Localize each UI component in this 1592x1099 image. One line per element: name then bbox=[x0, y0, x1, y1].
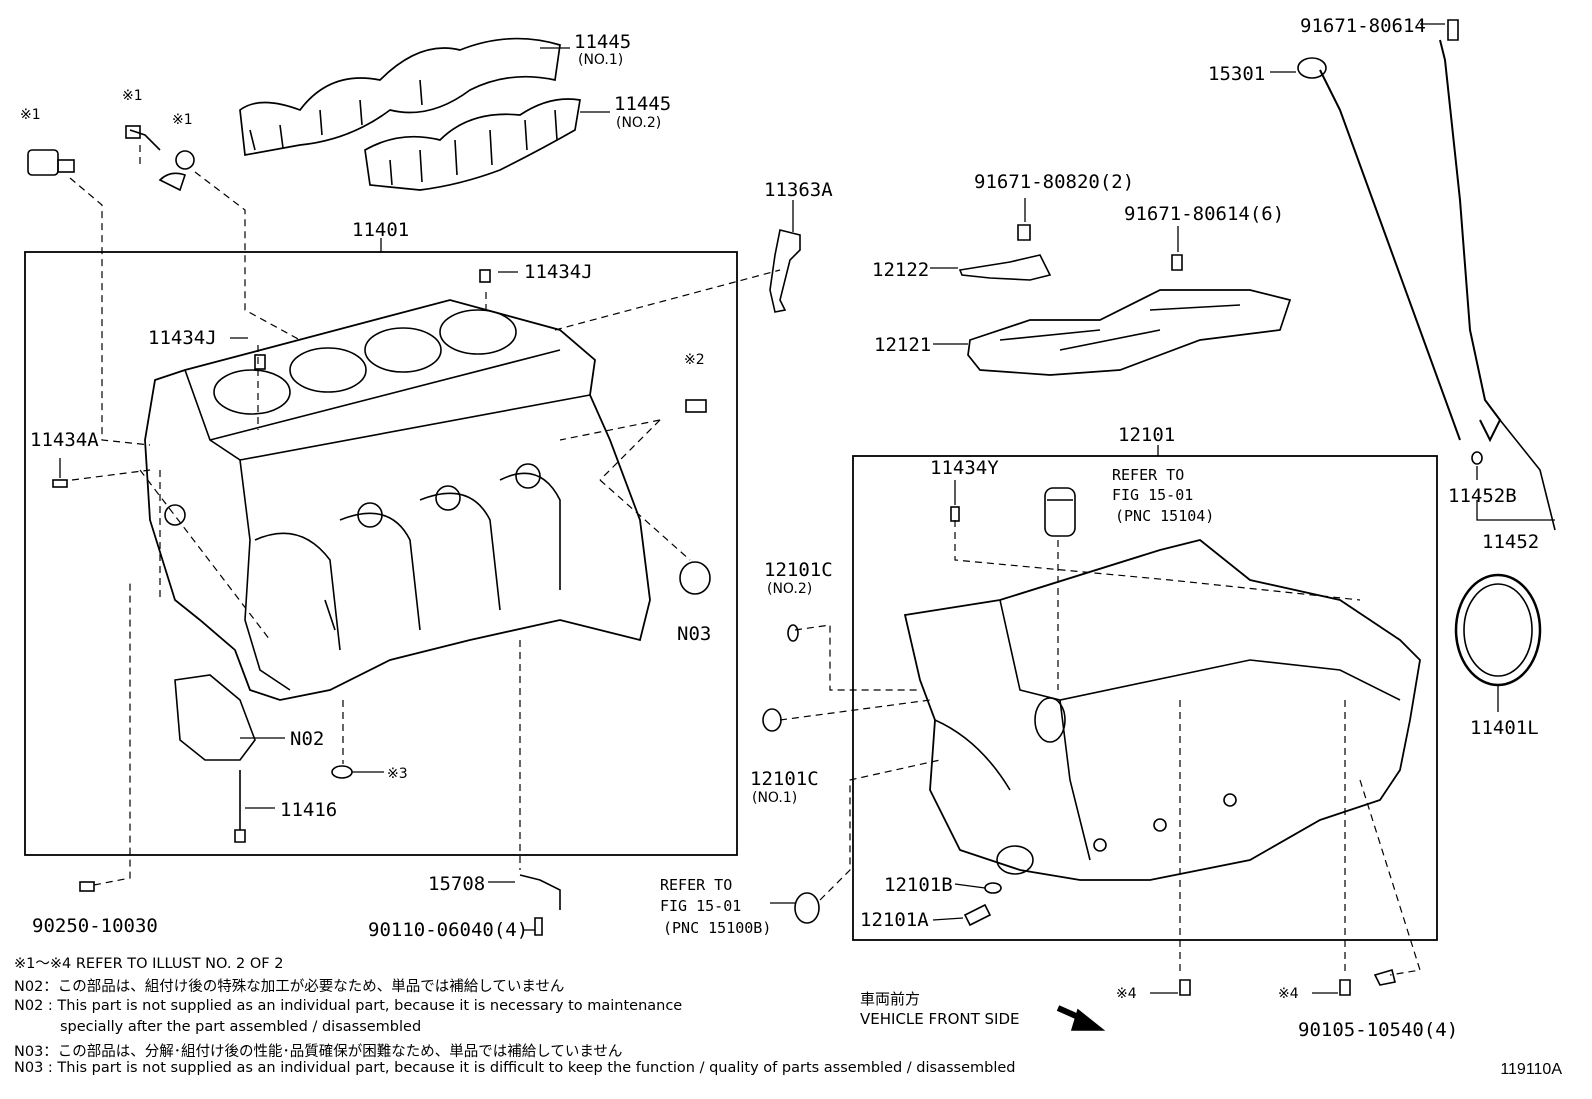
plug-n03 bbox=[679, 561, 711, 595]
label-15708[interactable]: 15708 bbox=[428, 873, 485, 895]
heat-insulator-no2 bbox=[364, 98, 581, 191]
note-n02-en: N02 : This part is not supplied as an in… bbox=[14, 998, 683, 1014]
bolt-91671-80820 bbox=[1017, 224, 1031, 241]
figure-id: 119110A bbox=[1500, 1061, 1562, 1078]
label-11434j-a[interactable]: 11434J bbox=[524, 261, 593, 283]
stiffener-12122 bbox=[958, 254, 1052, 281]
label-12101[interactable]: 12101 bbox=[1118, 424, 1175, 446]
gasket-15100b bbox=[794, 892, 820, 924]
bolt-ref4-a bbox=[1179, 979, 1191, 996]
label-11416[interactable]: 11416 bbox=[280, 799, 337, 821]
nut-ref3 bbox=[331, 765, 353, 779]
note-n02-jp: N02：この部品は、組付け後の特殊な加工が必要なため、単品では補給していません bbox=[14, 979, 565, 995]
label-refer-b2: FIG 15-01 bbox=[660, 897, 741, 915]
dipstick-guide-11452 bbox=[1439, 39, 1502, 443]
label-11434y[interactable]: 11434Y bbox=[930, 457, 999, 479]
label-refer-a3: (PNC 15104) bbox=[1115, 507, 1214, 525]
oil-dipstick-15301 bbox=[1319, 69, 1461, 441]
label-11445-no1-sub: (NO.1) bbox=[578, 52, 623, 68]
oil-pan-drawing bbox=[903, 539, 1421, 881]
bolt-90105 bbox=[1373, 968, 1396, 986]
label-91671-80614[interactable]: 91671-80614 bbox=[1300, 15, 1426, 37]
cylinder-block-frame bbox=[24, 251, 738, 856]
label-12101c-no2[interactable]: 12101C bbox=[764, 559, 833, 581]
label-15301[interactable]: 15301 bbox=[1208, 63, 1265, 85]
label-ref3: ※3 bbox=[387, 766, 408, 782]
label-12101b[interactable]: 12101B bbox=[884, 874, 953, 896]
bearing-cap-n02 bbox=[174, 674, 256, 761]
gasket-12101c-no1 bbox=[762, 708, 782, 732]
oil-strainer-15104 bbox=[1044, 487, 1076, 537]
knock-sensor-left bbox=[27, 149, 75, 176]
label-11363a[interactable]: 11363A bbox=[764, 179, 833, 201]
pin-90250 bbox=[79, 881, 95, 892]
note-n03-en: N03 : This part is not supplied as an in… bbox=[14, 1060, 1016, 1076]
label-11401[interactable]: 11401 bbox=[352, 219, 409, 241]
label-11445-no2[interactable]: 11445 bbox=[614, 93, 671, 115]
label-12101a[interactable]: 12101A bbox=[860, 909, 929, 931]
label-ref1-c: ※1 bbox=[172, 112, 193, 128]
label-91671-80614-6[interactable]: 91671-80614(6) bbox=[1124, 203, 1284, 225]
label-12101c-no2-sub: (NO.2) bbox=[767, 581, 812, 597]
label-90110-06040[interactable]: 90110-06040(4) bbox=[368, 919, 528, 941]
label-ref1-b: ※1 bbox=[122, 88, 143, 104]
oil-pan-frame bbox=[852, 455, 1438, 941]
label-refer-b1: REFER TO bbox=[660, 876, 732, 894]
bolt-91671-80614 bbox=[1447, 19, 1459, 41]
label-refer-a2: FIG 15-01 bbox=[1112, 486, 1193, 504]
baffle-plate-12121 bbox=[967, 289, 1292, 376]
drain-plug-12101a bbox=[963, 903, 992, 927]
pin-11434y bbox=[950, 506, 960, 522]
sensor-bolt bbox=[125, 125, 161, 151]
label-refer-a1: REFER TO bbox=[1112, 466, 1184, 484]
sensor-clip bbox=[158, 150, 195, 192]
label-ref4-a: ※4 bbox=[1116, 986, 1137, 1002]
label-11452[interactable]: 11452 bbox=[1482, 531, 1539, 553]
label-ref2: ※2 bbox=[684, 352, 705, 368]
label-12101c-no1[interactable]: 12101C bbox=[750, 768, 819, 790]
heat-insulator-no1 bbox=[239, 37, 561, 156]
label-91671-80820[interactable]: 91671-80820(2) bbox=[974, 171, 1134, 193]
vehicle-front-jp: 車両前方 bbox=[860, 990, 921, 1008]
cylinder-block-drawing bbox=[144, 269, 651, 701]
note-n02-en-cont: specially after the part assembled / dis… bbox=[60, 1019, 422, 1035]
bolt-ref4-b bbox=[1339, 979, 1351, 996]
vehicle-front-arrow bbox=[1056, 1005, 1106, 1031]
bolt-91671-80614-6 bbox=[1171, 254, 1183, 271]
note-n03-jp: N03：この部品は、分解･組付け後の性能･品質確保が困難なため、単品では補給して… bbox=[14, 1044, 623, 1060]
note-ref-illust: ※1～※4 REFER TO ILLUST NO. 2 OF 2 bbox=[14, 956, 284, 972]
label-11445-no2-sub: (NO.2) bbox=[616, 115, 661, 131]
label-11434a[interactable]: 11434A bbox=[30, 429, 99, 451]
label-11445-no1[interactable]: 11445 bbox=[574, 31, 631, 53]
leader-lines bbox=[59, 23, 1555, 994]
bolt-90110 bbox=[534, 917, 543, 936]
label-ref1-a: ※1 bbox=[20, 107, 41, 123]
bolt-11416 bbox=[234, 770, 246, 843]
label-n03[interactable]: N03 bbox=[677, 623, 711, 645]
dowel-ref2 bbox=[685, 399, 707, 413]
label-12121[interactable]: 12121 bbox=[874, 334, 931, 356]
label-11434j-b[interactable]: 11434J bbox=[148, 327, 217, 349]
oil-seal-11401l bbox=[1454, 573, 1542, 687]
label-11452b[interactable]: 11452B bbox=[1448, 485, 1517, 507]
dashed-connectors bbox=[69, 145, 1421, 976]
label-90250-10030[interactable]: 90250-10030 bbox=[32, 915, 158, 937]
label-12122[interactable]: 12122 bbox=[872, 259, 929, 281]
label-11401l[interactable]: 11401L bbox=[1470, 717, 1539, 739]
label-ref4-b: ※4 bbox=[1278, 986, 1299, 1002]
vehicle-front-en: VEHICLE FRONT SIDE bbox=[860, 1010, 1020, 1028]
gasket-12101c-no2 bbox=[787, 624, 799, 642]
label-n02[interactable]: N02 bbox=[290, 728, 324, 750]
gasket-12101b bbox=[984, 882, 1002, 894]
oil-jet-15708 bbox=[519, 874, 561, 910]
pin-11434a bbox=[52, 479, 68, 488]
label-refer-b3: (PNC 15100B) bbox=[663, 919, 771, 937]
label-90105-10540[interactable]: 90105-10540(4) bbox=[1298, 1019, 1458, 1041]
label-12101c-no1-sub: (NO.1) bbox=[752, 790, 797, 806]
bracket-11363a bbox=[769, 229, 801, 313]
